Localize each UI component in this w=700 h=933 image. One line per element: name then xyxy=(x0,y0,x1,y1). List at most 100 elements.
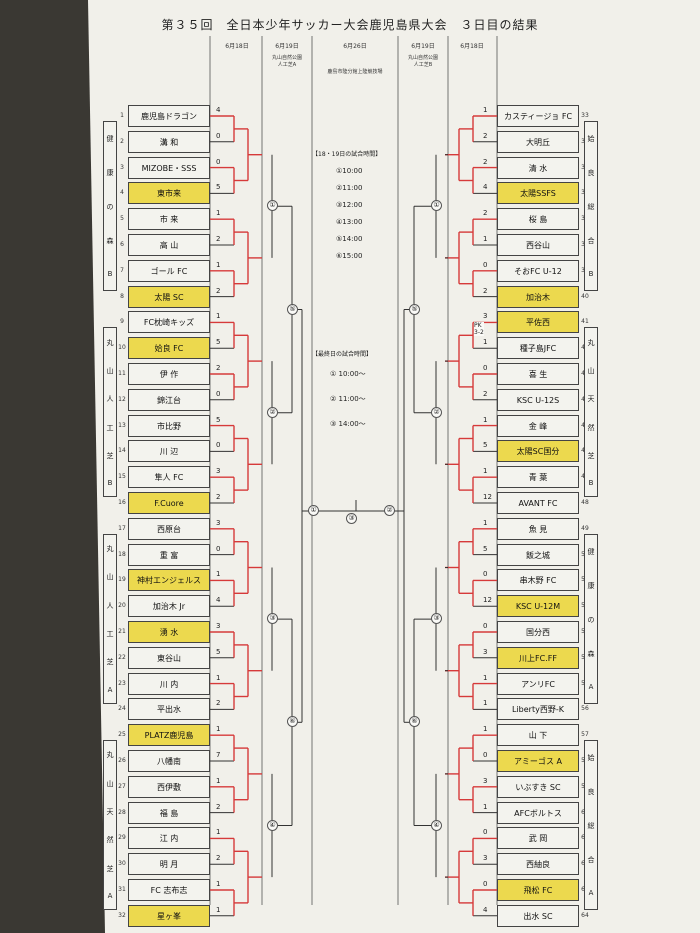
team-name: 福 島 xyxy=(128,801,210,824)
team-seed-number: 7 xyxy=(120,266,124,274)
team-seed-number: 11 xyxy=(118,370,126,377)
team-name: 加治木 xyxy=(497,285,579,308)
schedule-time: ①10:00 xyxy=(336,167,363,175)
team-name: 川 辺 xyxy=(128,440,210,463)
team-name: 加治木 Jr xyxy=(128,595,210,618)
schedule-time: ⑥15:00 xyxy=(336,252,363,260)
score: 3 xyxy=(483,854,488,863)
group-label-char: 姶 xyxy=(587,135,595,143)
score: 1 xyxy=(483,725,488,734)
group-label-char: 然 xyxy=(587,423,595,432)
team-name: 溝 和 xyxy=(128,130,210,153)
group-label-char: A xyxy=(107,685,113,694)
group-label-char: 山 xyxy=(106,779,114,788)
schedule-time: ① 10:00～ xyxy=(330,370,366,378)
score: 0 xyxy=(483,828,488,837)
team-seed-number: 24 xyxy=(118,705,126,713)
team-name: 八幡南 xyxy=(128,750,210,772)
team-name: 出水 SC xyxy=(497,904,579,927)
score: 1 xyxy=(483,415,488,424)
team-seed-number: 48 xyxy=(581,499,589,506)
round-label: ⑤ xyxy=(287,303,298,315)
date-header: 6月18日 xyxy=(225,43,249,50)
group-label-char: A xyxy=(107,891,113,900)
score: 1 xyxy=(216,312,221,321)
pk-note: PK 3-2 xyxy=(474,322,484,336)
team-seed-number: 57 xyxy=(581,731,589,739)
team-name: 錦江台 xyxy=(128,388,210,411)
team-name: 飛松 FC xyxy=(497,879,579,901)
team-name: AFCボルトス xyxy=(497,801,579,824)
team-name: 太陽 SC xyxy=(128,285,210,308)
score: 5 xyxy=(216,415,221,424)
score: 1 xyxy=(483,467,488,476)
score: 1 xyxy=(216,905,221,914)
team-seed-number: 19 xyxy=(118,576,126,584)
round-label: ② xyxy=(431,406,442,418)
score: 2 xyxy=(483,131,488,140)
team-name: 西原台 xyxy=(128,517,210,540)
team-seed-number: 8 xyxy=(120,292,124,300)
team-name: 喜 生 xyxy=(497,363,579,385)
team-seed-number: 31 xyxy=(118,886,126,893)
group-label-char: 康 xyxy=(106,169,114,177)
team-name: 重 富 xyxy=(128,543,210,566)
team-name: 西伊敷 xyxy=(128,775,210,798)
score: 1 xyxy=(483,673,488,682)
group-label-char: 姶 xyxy=(587,754,595,763)
score: 2 xyxy=(483,286,488,295)
team-name: カスティージョ FC xyxy=(497,105,579,127)
team-name: 東谷山 xyxy=(128,646,210,669)
team-name: ゴール FC xyxy=(128,259,210,282)
group-label-char: 総 xyxy=(587,203,595,211)
team-seed-number: 12 xyxy=(118,395,126,403)
score: 0 xyxy=(483,751,488,759)
round-label: ② xyxy=(267,406,278,418)
team-name: 金 峰 xyxy=(497,414,579,437)
group-label-char: 康 xyxy=(587,581,595,590)
score: 0 xyxy=(483,364,488,372)
team-name: 太陽SSFS xyxy=(497,182,579,205)
date-header: 6月26日 xyxy=(343,43,367,50)
group-label-char: 天 xyxy=(587,395,595,404)
score: 5 xyxy=(483,544,488,553)
round-label: ⑥ xyxy=(287,716,298,728)
team-name: 青 葉 xyxy=(497,466,579,489)
schedule-final-day: 【最終日の試合時間】① 10:00～② 11:00～③ 14:00～ xyxy=(312,348,398,437)
round-label: ④ xyxy=(267,819,278,831)
team-seed-number: 15 xyxy=(118,473,126,481)
team-seed-number: 33 xyxy=(581,112,589,119)
team-seed-number: 14 xyxy=(118,447,126,455)
score: 1 xyxy=(483,106,488,114)
team-name: KSC U-12S xyxy=(497,388,579,411)
group-label-char: 丸 xyxy=(106,544,114,553)
group-label-char: 人 xyxy=(106,601,114,610)
date-header: 6月19日 xyxy=(275,43,299,50)
group-label-char: 健 xyxy=(106,135,114,143)
score: 1 xyxy=(216,725,221,734)
group-label-char: B xyxy=(588,479,594,488)
team-name: 串木野 FC xyxy=(497,569,579,592)
team-name: AVANT FC xyxy=(497,492,579,514)
team-seed-number: 20 xyxy=(118,602,126,610)
group-label-char: 合 xyxy=(587,237,595,245)
group-label-char: 芝 xyxy=(587,451,595,460)
team-name: 清 水 xyxy=(497,156,579,179)
score: 5 xyxy=(216,647,221,656)
team-seed-number: 18 xyxy=(118,550,126,558)
score: 4 xyxy=(216,596,221,605)
score: 2 xyxy=(483,157,488,166)
score: 1 xyxy=(216,776,221,785)
group-label-char: 森 xyxy=(587,649,595,658)
score: 7 xyxy=(216,751,221,759)
team-name: Liberty西野-K xyxy=(497,698,579,721)
team-seed-number: 10 xyxy=(118,344,126,352)
team-seed-number: 56 xyxy=(581,705,589,713)
team-name: 伊 作 xyxy=(128,363,210,385)
team-name: 東市来 xyxy=(128,182,210,205)
round-label: ② xyxy=(384,505,395,516)
date-header: 6月19日 xyxy=(411,43,435,50)
